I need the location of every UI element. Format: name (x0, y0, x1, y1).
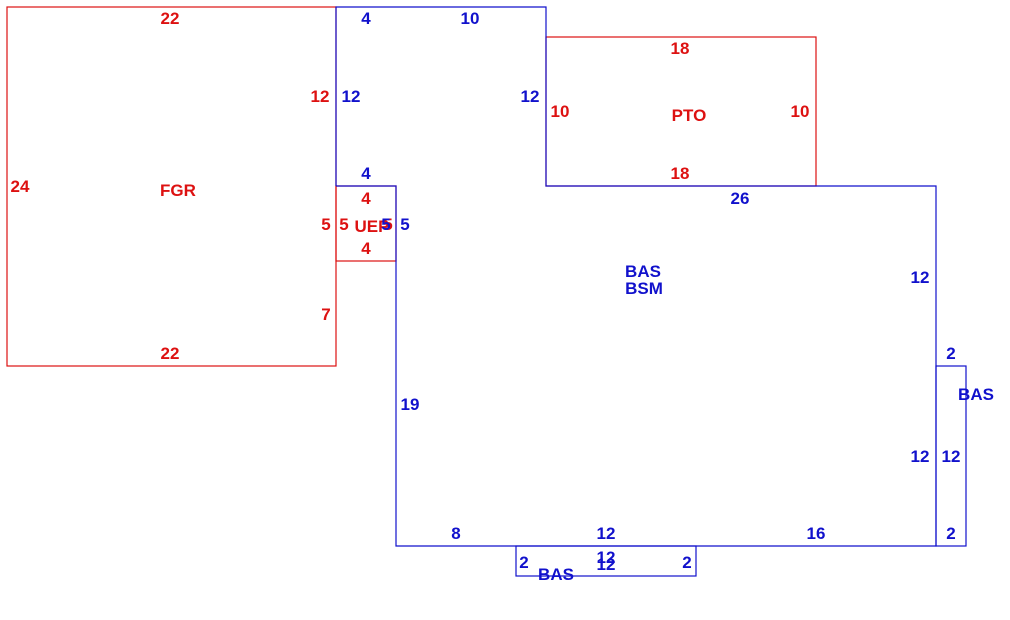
dim-bas-right-lower: 12 (911, 447, 930, 466)
dim-bas-bottom-right: 16 (807, 524, 826, 543)
dim-bb-top: 12 (597, 548, 616, 567)
dim-bb-right: 2 (682, 553, 691, 572)
dim-bb-left: 2 (519, 553, 528, 572)
dim-uep-left: 5 (339, 215, 348, 234)
dim-pto-left: 10 (551, 102, 570, 121)
dim-uep-bottom: 4 (361, 239, 371, 258)
dim-bas-left-lower: 19 (401, 395, 420, 414)
dim-bb-bottom: 12 (597, 555, 616, 574)
dim-fgr-left: 24 (11, 177, 30, 196)
bas-right-label: BAS (958, 385, 994, 404)
dim-bas-step-left: 5 (381, 215, 390, 234)
bas-main-label: BAS (625, 262, 661, 281)
dim-fgr-top: 22 (161, 9, 180, 28)
dim-bas-bottom-mid: 12 (597, 524, 616, 543)
dim-uep-top: 4 (361, 189, 371, 208)
dim-bas-step: 4 (361, 164, 371, 183)
fgr-label: FGR (160, 181, 196, 200)
dim-bas-bottom-left: 8 (451, 524, 460, 543)
dim-bas-top-long: 10 (461, 9, 480, 28)
pto-label: PTO (672, 106, 707, 125)
uep-label: UEP (355, 217, 390, 236)
dim-bas-right-upper: 12 (911, 268, 930, 287)
bas-main-outline (335, 6, 937, 547)
dim-br-bottom: 2 (946, 524, 955, 543)
dim-fgr-right-upper: 12 (311, 87, 330, 106)
bas-bottom-outline (515, 545, 697, 577)
bsm-label: BSM (625, 279, 663, 298)
dim-bas-notch-right: 12 (521, 87, 540, 106)
dim-pto-top: 18 (671, 39, 690, 58)
bas-bottom-label: BAS (538, 565, 574, 584)
dim-uep-right: 5 (383, 215, 392, 234)
dim-fgr-right-mid: 5 (321, 215, 330, 234)
dim-br-top: 2 (946, 344, 955, 363)
dim-bas-left-upper: 12 (342, 87, 361, 106)
dim-fgr-bottom: 22 (161, 344, 180, 363)
dim-bas-top-right: 26 (731, 189, 750, 208)
dim-pto-bottom: 18 (671, 164, 690, 183)
dim-bas-top-small: 4 (361, 9, 371, 28)
dim-bas-step-right: 5 (400, 215, 409, 234)
bas-right-outline (935, 365, 967, 547)
dim-pto-right: 10 (791, 102, 810, 121)
dim-br-right: 12 (942, 447, 961, 466)
dim-fgr-right-lower: 7 (321, 305, 330, 324)
